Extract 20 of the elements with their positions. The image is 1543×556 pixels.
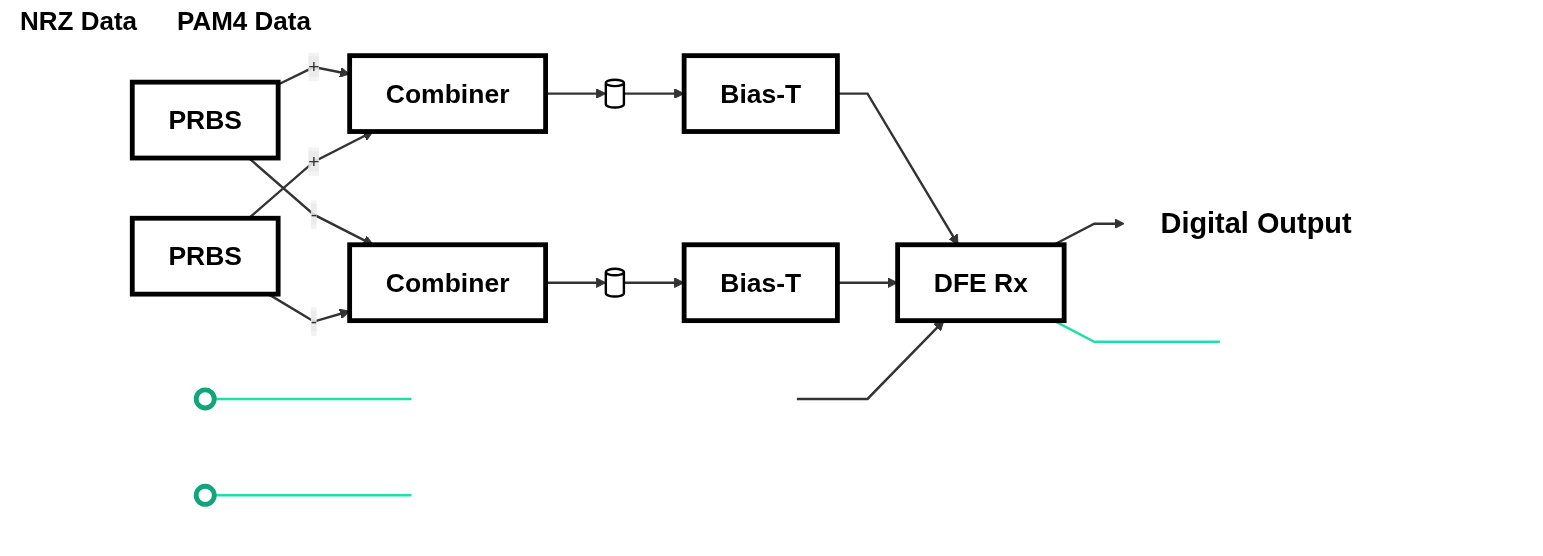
- node-ellipse: [193, 387, 217, 411]
- edge-label: +: [308, 150, 320, 172]
- node-cylinder: [604, 78, 626, 109]
- node-box: Bias-T: [681, 53, 840, 134]
- connector: [214, 397, 412, 401]
- connector: [214, 494, 412, 497]
- note-label: PAM4 Data: [177, 6, 311, 37]
- node-cylinder: [604, 267, 626, 298]
- node-text: Digital Output: [1160, 206, 1352, 240]
- edge-label: -: [310, 310, 318, 332]
- edge-label: -: [310, 203, 318, 225]
- node-box: Combiner: [347, 53, 548, 134]
- edge-label: +: [308, 56, 320, 77]
- node-box: Bias-T: [681, 242, 840, 324]
- node-box: PRBS: [129, 215, 281, 297]
- note-label: NRZ Data: [20, 6, 137, 37]
- node-ellipse: [193, 483, 217, 507]
- node-box: DFE Rx: [895, 242, 1067, 324]
- node-box: PRBS: [129, 79, 281, 161]
- node-box: Combiner: [347, 242, 548, 324]
